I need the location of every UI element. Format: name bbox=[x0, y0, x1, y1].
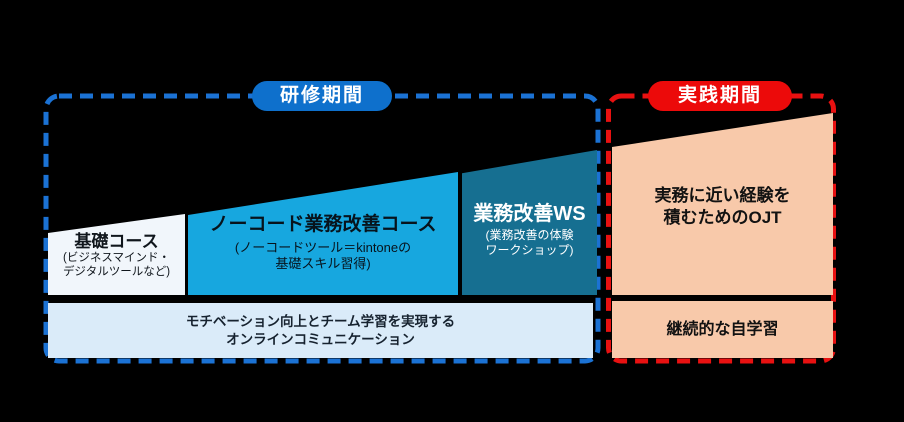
practice-period-badge: 実践期間 bbox=[648, 81, 792, 111]
nocode-course-subtitle-line1: (ノーコードツール＝kintoneの bbox=[234, 240, 412, 255]
online-communication-band: モチベーション向上とチーム学習を実現する オンラインコミュニケーション bbox=[48, 303, 593, 358]
workshop-title: 業務改善WS bbox=[473, 203, 586, 225]
workshop-block: 業務改善WS (業務改善の体験 ワークショップ) bbox=[462, 150, 597, 295]
basic-course-block: 基礎コース (ビジネスマインド・ デジタルツールなど) bbox=[48, 214, 185, 295]
training-period-badge: 研修期間 bbox=[252, 81, 392, 111]
self-study-title: 継続的な自学習 bbox=[666, 320, 779, 338]
nocode-course-block: ノーコード業務改善コース (ノーコードツール＝kintoneの 基礎スキル習得) bbox=[188, 172, 458, 295]
nocode-course-subtitle-line2: 基礎スキル習得) bbox=[275, 256, 371, 271]
workshop-subtitle-line2: ワークショップ) bbox=[485, 243, 574, 257]
ojt-line1: 実務に近い経験を bbox=[654, 186, 791, 205]
communication-line2: オンラインコミュニケーション bbox=[226, 331, 415, 347]
self-study-block: 継続的な自学習 bbox=[612, 301, 833, 358]
nocode-course-title: ノーコード業務改善コース bbox=[209, 214, 437, 235]
workshop-subtitle-line1: (業務改善の体験 bbox=[485, 228, 574, 242]
basic-course-title: 基礎コース bbox=[74, 232, 159, 251]
ojt-block: 実務に近い経験を 積むためのOJT bbox=[612, 113, 833, 295]
communication-line1: モチベーション向上とチーム学習を実現する bbox=[185, 313, 456, 329]
ojt-line2: 積むためのOJT bbox=[663, 208, 782, 227]
basic-course-subtitle-line2: デジタルツールなど) bbox=[62, 266, 171, 278]
basic-course-subtitle-line1: (ビジネスマインド・ bbox=[63, 252, 170, 264]
